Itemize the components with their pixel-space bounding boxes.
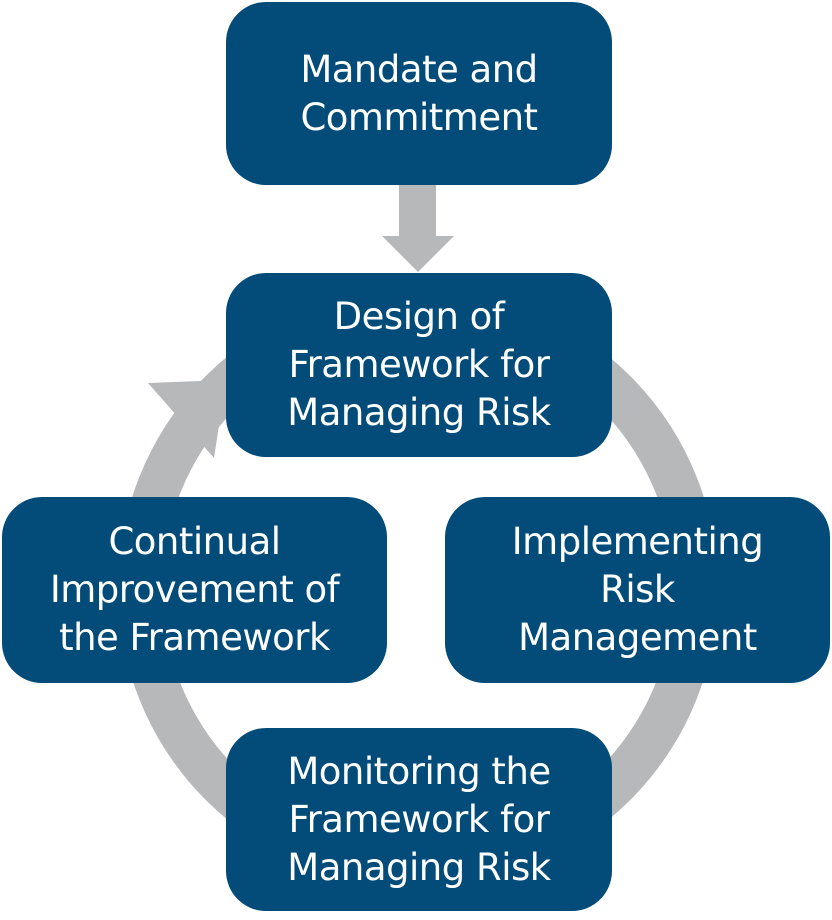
continual-box: Continual Improvement of the Framework bbox=[2, 497, 387, 683]
implement-label: Implementing Risk Management bbox=[511, 520, 764, 659]
monitor-box: Monitoring the Framework for Managing Ri… bbox=[226, 728, 612, 911]
cycle-arrowhead-icon bbox=[148, 380, 226, 458]
down-arrow-shaft bbox=[399, 183, 436, 238]
mandate-box: Mandate and Commitment bbox=[226, 2, 612, 185]
monitor-label: Monitoring the Framework for Managing Ri… bbox=[287, 749, 551, 889]
implement-box: Implementing Risk Management bbox=[445, 497, 830, 683]
mandate-label: Mandate and Commitment bbox=[300, 47, 538, 139]
design-box: Design of Framework for Managing Risk bbox=[226, 273, 612, 457]
down-arrow-icon bbox=[382, 183, 454, 272]
design-label: Design of Framework for Managing Risk bbox=[287, 295, 551, 434]
continual-label: Continual Improvement of the Framework bbox=[49, 520, 340, 659]
down-arrow-head bbox=[382, 236, 454, 272]
